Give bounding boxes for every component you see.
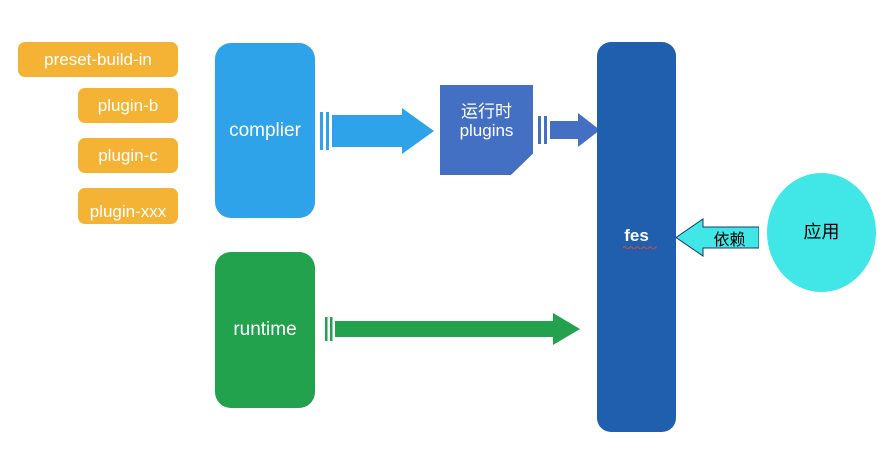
node-label: runtime [233, 319, 297, 341]
node-plugin-b[interactable]: plugin-b [78, 88, 178, 123]
node-label-line2: plugins [459, 121, 514, 140]
arrow-depend [675, 217, 760, 258]
node-label: 应用 [803, 222, 840, 243]
node-label: preset-build-in [44, 49, 152, 69]
node-fes[interactable]: fes [597, 42, 676, 432]
node-runtime-plugins[interactable]: 运行时 plugins [440, 85, 533, 175]
node-label: 运行时 plugins [460, 102, 514, 140]
node-label: fes [623, 225, 658, 250]
node-preset-build-in[interactable]: preset-build-in [18, 42, 178, 77]
spellcheck-squiggle-icon [623, 246, 658, 250]
arrow-runtime-to-fes [325, 313, 580, 345]
arrow-plugins-to-fes [538, 112, 600, 148]
node-complier[interactable]: complier [215, 43, 315, 218]
node-app[interactable]: 应用 [767, 173, 876, 292]
node-label: plugin-b [97, 95, 159, 115]
node-plugin-xxx[interactable]: plugin-xxx [78, 188, 178, 224]
node-plugin-c[interactable]: plugin-c [78, 138, 178, 173]
node-label-text: fes [624, 225, 649, 245]
node-label-line1: 运行时 [461, 101, 512, 121]
node-label: plugin-c [98, 145, 158, 165]
arrow-compile [320, 108, 434, 154]
node-label: plugin-xxx [89, 201, 167, 221]
node-runtime[interactable]: runtime [215, 252, 315, 408]
folded-corner-icon [510, 153, 533, 175]
node-label: complier [229, 119, 301, 141]
